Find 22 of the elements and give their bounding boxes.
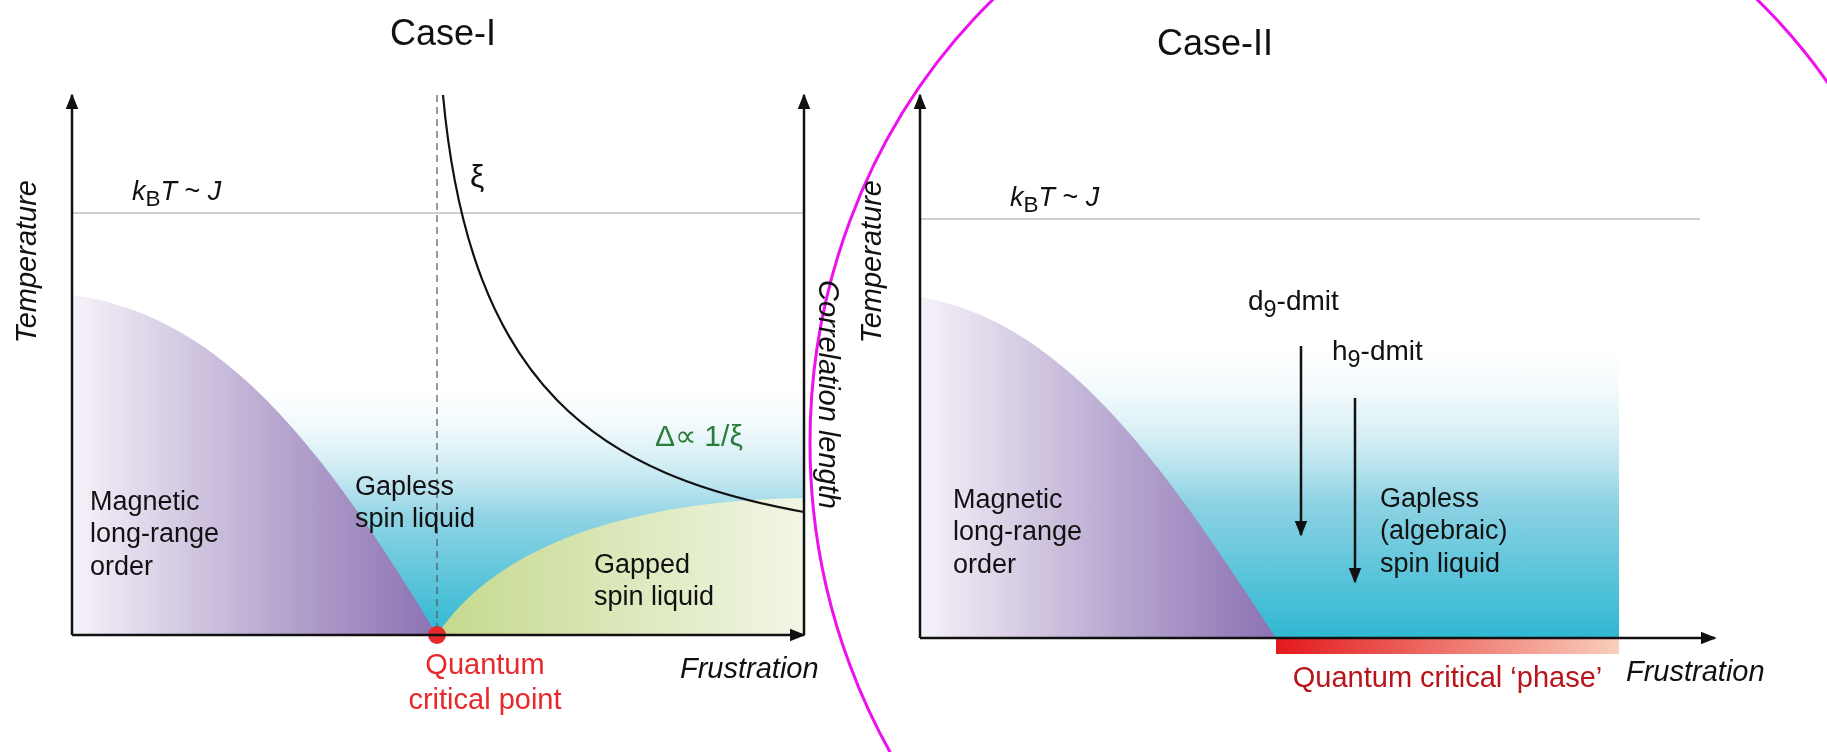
axis-label: Frustration: [1626, 655, 1765, 688]
axis-label: Frustration: [680, 652, 819, 685]
phase-label: Magnetic long-range order: [953, 483, 1084, 581]
panel-title: Case-I: [390, 12, 496, 54]
axis-label: Correlation length: [812, 280, 845, 509]
axis-label: Temperature: [10, 180, 43, 344]
arrow: [1348, 398, 1362, 584]
formula-label: k$_{B}$T ~ J: [132, 176, 222, 213]
sample-label: d$_{9}$-dmit: [1248, 284, 1340, 324]
panel-title: Case-II: [1157, 22, 1273, 64]
axis-label: Temperature: [855, 180, 888, 344]
phase-label: Gapped spin liquid: [594, 548, 716, 613]
phase-label: Gapless (algebraic) spin liquid: [1380, 482, 1509, 580]
phase-label: Gapless spin liquid: [355, 470, 477, 535]
formula-label: k$_{B}$T ~ J: [1010, 182, 1100, 219]
sample-label: h$_{9}$-dmit: [1332, 334, 1424, 374]
phase-label: Magnetic long-range order: [90, 485, 221, 583]
point-label: Quantum critical point: [407, 647, 563, 717]
symbol-label: ξ: [470, 158, 485, 195]
point-label: Quantum critical ‘phase’: [1291, 660, 1604, 695]
formula-label: Δ∝ 1/ξ: [655, 418, 743, 453]
arrow: [1294, 346, 1308, 537]
